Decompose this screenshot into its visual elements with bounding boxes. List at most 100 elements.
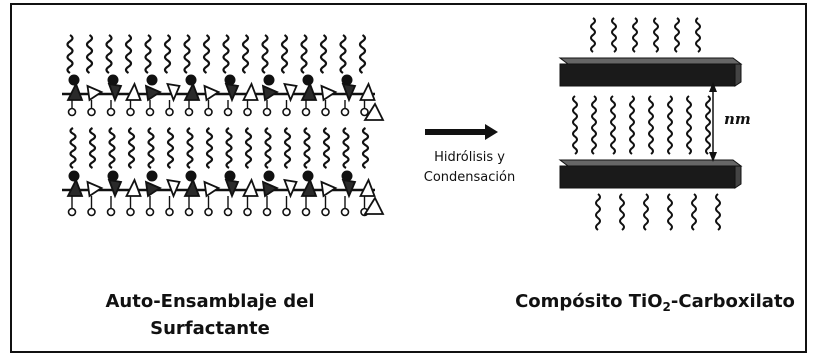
counter-ion [87,207,96,217]
counter-ion [126,207,135,217]
counter-ion [145,207,155,217]
titania-unit [166,178,181,199]
process-line-2: Condensación [423,170,516,185]
titania-unit [144,180,162,198]
tio2-composite [558,17,743,231]
titania-unit [66,81,84,101]
carboxylate-tail [674,17,680,53]
surfactant-head [263,74,275,86]
surfactant-tail [361,127,370,169]
surfactant-tail [166,127,175,169]
carboxylate-tail [595,193,601,231]
titania-unit [242,81,259,101]
slab-side-face [734,63,742,87]
titania-unit [283,178,298,199]
surfactant-head [68,74,80,86]
titania-unit [283,82,298,103]
surfactant-tail [264,127,272,169]
left-caption-line-2: Surfactante [150,318,270,339]
carboxylate-tail [611,17,617,53]
titania-unit [320,180,338,198]
surfactant-tail [300,34,308,74]
reaction-arrow [425,124,498,140]
surfactant-tail [322,127,331,169]
titania-unit [300,81,318,101]
titania-unit [86,180,104,198]
surfactant-tail [339,34,347,74]
carboxylate-tail [705,95,711,155]
titania-unit [341,82,357,103]
titania-unit [107,82,123,103]
spacing-arrow [709,82,717,162]
surfactant-tail [261,34,269,74]
surfactant-tail [186,127,194,169]
figure-frame [10,3,807,353]
surfactant-head [107,74,119,86]
right-caption: Compósito TiO2-Carboxilato [490,288,819,315]
right-caption-pre: Compósito TiO [515,291,663,312]
surfactant-head [263,170,275,182]
surfactant-tail [88,127,97,169]
surfactant-tail [183,34,191,74]
carboxylate-tail [591,95,597,155]
titania-unit [107,178,123,199]
right-caption-sub: 2 [662,300,671,314]
carboxylate-tail [715,193,721,231]
surfactant-tail [280,34,289,74]
carboxylate-tail [648,95,654,155]
process-line-1: Hidrólisis y [434,150,505,165]
counter-ion [204,107,213,117]
titania-unit [183,81,201,101]
surfactant-tail [205,127,214,169]
titania-unit [341,178,357,199]
surfactant-tail [144,34,152,74]
counter-ion [67,107,77,117]
titania-unit [144,84,162,102]
surfactant-head [341,74,353,86]
spacing-label: nm [724,110,751,128]
titania-unit [125,177,142,197]
carboxylate-tail [629,95,635,155]
counter-ion [340,207,350,217]
surfactant-tail [66,34,74,74]
counter-ion [340,107,350,117]
counter-ion [301,107,311,117]
surfactant-tail [358,34,367,74]
surfactant-tail [342,127,350,169]
surfactant-head [68,170,80,182]
carboxylate-tail [632,17,638,53]
surfactant-tail [147,127,155,169]
titania-unit [203,180,221,198]
surfactant-tail [124,34,133,74]
counter-ion [262,107,272,117]
counter-ion [87,107,96,117]
titania-unit [166,82,181,103]
titania-unit [224,82,240,103]
slab-top-face [558,57,743,65]
surfactant-tail [222,34,230,74]
titania-unit [183,177,201,197]
counter-ion [106,207,116,217]
titania-unit [125,81,142,101]
surfactant-head [146,170,158,182]
surfactant-tail [105,34,113,74]
counter-ion [67,207,77,217]
surfactant-head [341,170,353,182]
counter-ion [106,107,116,117]
counter-ion [262,207,272,217]
surfactant-head [185,74,197,86]
counter-ion [321,207,330,217]
surfactant-tail [225,127,233,169]
carboxylate-tail [572,95,578,155]
carboxylate-tail [590,17,596,53]
surfactant-head [224,74,236,86]
carboxylate-tail [686,95,692,155]
counter-ion [165,207,174,217]
surfactant-tail [283,127,292,169]
titania-unit [203,84,221,102]
surfactant-head [146,74,158,86]
surfactant-head [107,170,119,182]
counter-ion [243,107,252,117]
surfactant-tail [202,34,211,74]
